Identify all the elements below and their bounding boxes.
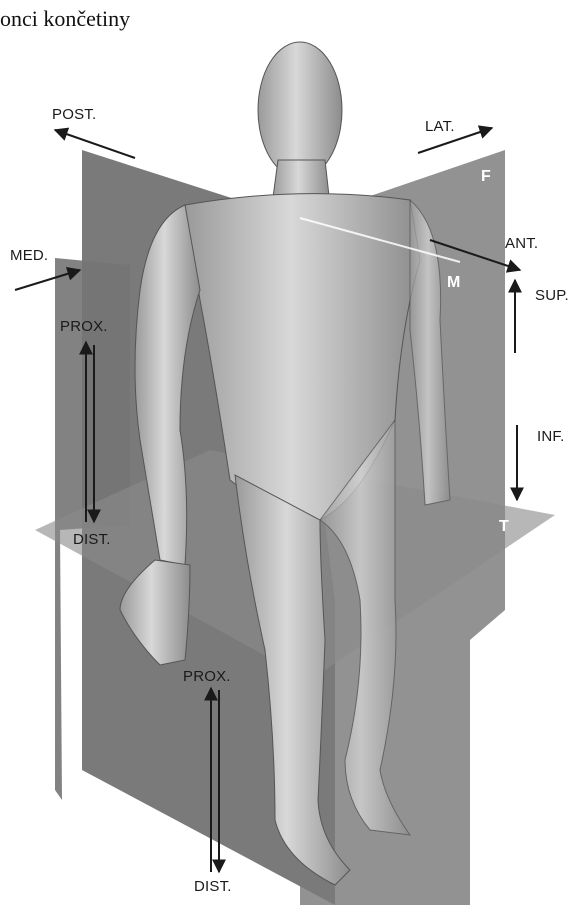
distal-upper-label: DIST. xyxy=(73,531,111,548)
superior-label: SUP. xyxy=(535,287,569,304)
frontal-plane-label: F xyxy=(481,168,491,186)
proximal-upper-label: PROX. xyxy=(60,318,108,335)
caption: onci končetiny xyxy=(0,6,130,32)
medial-label: MED. xyxy=(10,247,48,264)
inferior-label: INF. xyxy=(537,428,564,445)
transverse-plane-label: T xyxy=(499,518,509,536)
posterior-arrow xyxy=(55,130,135,158)
median-plane-label: M xyxy=(447,274,460,292)
posterior-label: POST. xyxy=(52,106,96,123)
distal-lower-label: DIST. xyxy=(194,878,232,895)
lateral-label: LAT. xyxy=(425,118,455,135)
proximal-lower-label: PROX. xyxy=(183,668,231,685)
anterior-label: ANT. xyxy=(505,235,538,252)
